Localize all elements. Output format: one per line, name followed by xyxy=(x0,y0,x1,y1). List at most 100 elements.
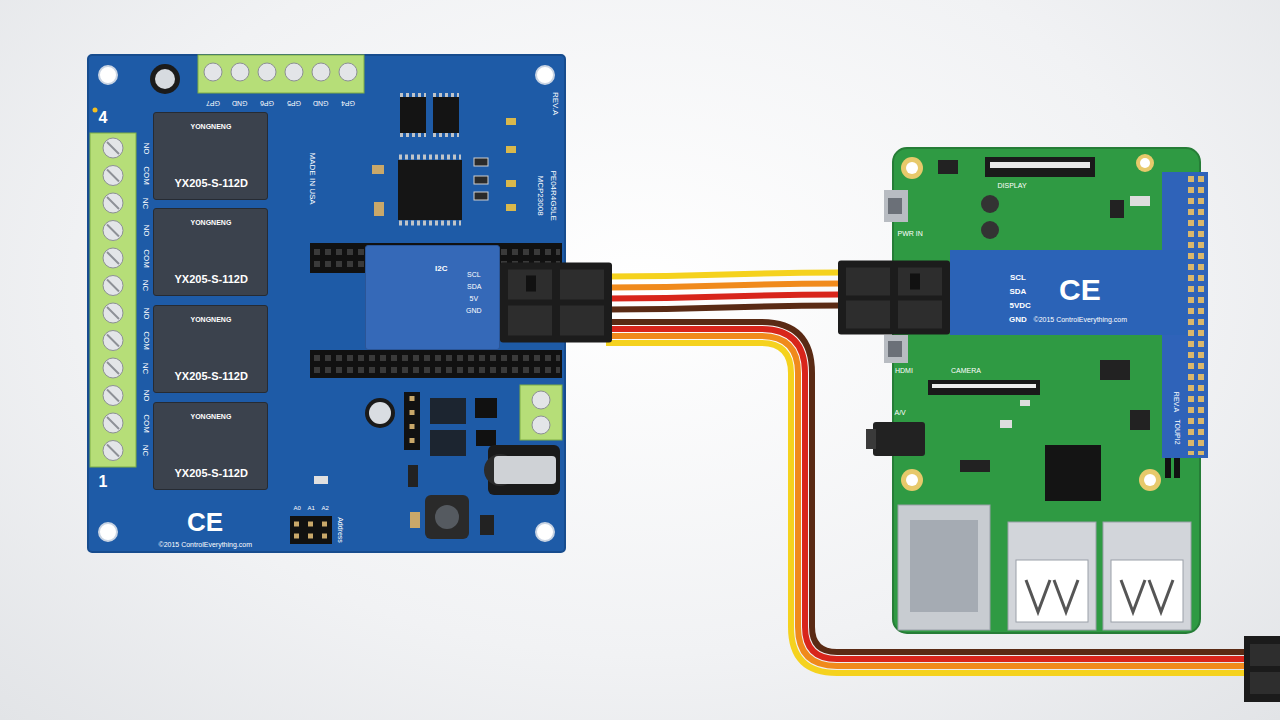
i2c-cable xyxy=(608,295,842,299)
relay-board-art xyxy=(365,398,395,428)
board-label: 5VDC xyxy=(1010,301,1031,310)
raspberry-pi-art xyxy=(906,162,918,174)
terminal-screws xyxy=(103,413,123,433)
raspberry-pi-art xyxy=(901,157,923,179)
raspberry-pi-art xyxy=(898,505,990,630)
board-label: NO xyxy=(141,142,150,154)
terminal-screws xyxy=(107,170,119,182)
i2c-cable xyxy=(846,301,890,329)
relay-board-art xyxy=(506,180,516,187)
board-label: GP4 xyxy=(341,99,355,107)
raspberry-pi-art xyxy=(1000,420,1012,428)
i2c-cable xyxy=(500,261,950,343)
relay-board-art xyxy=(99,523,117,541)
relay-board-art xyxy=(399,155,461,160)
relay: YONGNENGYX205-S-112D xyxy=(153,208,268,296)
raspberry-pi-art xyxy=(1103,522,1191,630)
node-text: YONGNENG xyxy=(191,413,232,421)
terminal-screws xyxy=(312,63,330,81)
relay-board-art xyxy=(430,398,466,424)
i2c-cable xyxy=(838,261,950,335)
terminal-screws xyxy=(107,390,119,402)
relay-board-art xyxy=(290,516,332,544)
relay-board-art xyxy=(536,523,554,541)
board-label: COM xyxy=(141,249,150,268)
board-label: GND xyxy=(313,99,329,107)
ribbon-cable xyxy=(606,343,1250,673)
terminal-screws xyxy=(103,248,123,268)
raspberry-pi-art xyxy=(1140,158,1150,168)
node-text: YONGNENG xyxy=(191,316,232,324)
board-label: REV.A xyxy=(551,91,560,114)
relay-board-art xyxy=(532,416,550,434)
board-label: SCL xyxy=(1010,273,1026,282)
terminal-screws xyxy=(107,445,119,457)
board-label: COM xyxy=(141,414,150,433)
terminal-screws xyxy=(107,307,119,319)
raspberry-pi-art xyxy=(1008,522,1096,630)
relay-board-art xyxy=(88,55,565,552)
relay-board-art xyxy=(506,204,516,211)
ribbon-cable xyxy=(606,336,1250,666)
raspberry-pi-board: DISPLAYCE©2015 ControlEverything.com xyxy=(893,148,1200,633)
relay: YONGNENGYX205-S-112D xyxy=(153,112,268,200)
relay-board-art xyxy=(294,534,330,539)
terminal-screws xyxy=(107,142,119,154)
board-label: COM xyxy=(141,166,150,185)
relay-board-art xyxy=(536,66,554,84)
i2c-cable xyxy=(560,306,604,336)
terminal-screws xyxy=(107,252,119,264)
node-text: ©2015 ControlEverything.com xyxy=(159,541,252,549)
relay-board-art xyxy=(474,192,488,200)
board-label: NC xyxy=(141,280,150,292)
relay-board-art xyxy=(476,430,496,446)
relay-board-art xyxy=(410,396,415,448)
terminal-screws xyxy=(103,221,123,241)
board-label: GND xyxy=(1009,315,1027,324)
i2c-cable xyxy=(608,273,842,277)
i2c-cable xyxy=(508,306,552,336)
i2c-cable xyxy=(846,268,890,296)
board-label: PE04R4G5LE xyxy=(549,170,558,220)
raspberry-pi-art xyxy=(1026,580,1050,612)
relay-board-art xyxy=(410,512,420,528)
board-label: TOUPI2 xyxy=(1172,419,1180,444)
board-label: SDA xyxy=(467,283,481,291)
raspberry-pi-art xyxy=(981,195,999,213)
raspberry-pi-art xyxy=(1188,176,1194,455)
board-label: NC xyxy=(141,362,150,374)
terminal-screws xyxy=(103,138,123,158)
node-text: YONGNENG xyxy=(191,219,232,227)
terminal-screws xyxy=(107,197,119,209)
relay-board-art xyxy=(430,430,466,456)
raspberry-pi-art xyxy=(906,474,918,486)
board-label: GP7 xyxy=(206,99,220,107)
relay-board-art xyxy=(314,367,560,373)
raspberry-pi-art xyxy=(1045,445,1101,501)
raspberry-pi-art xyxy=(1165,458,1171,478)
board-label: COM xyxy=(141,331,150,350)
i2c-cable xyxy=(898,268,942,296)
raspberry-pi-art xyxy=(1174,458,1180,478)
node-text: DISPLAY xyxy=(998,182,1027,190)
relay-board-art xyxy=(488,445,560,495)
relay-board-art xyxy=(93,108,98,113)
board-label: 5V xyxy=(470,295,479,303)
node-text: YX205-S-112D xyxy=(175,370,248,383)
relay-board-art xyxy=(400,133,426,137)
relay-board-art xyxy=(506,118,516,125)
raspberry-pi-art xyxy=(1130,410,1150,430)
terminal-screws xyxy=(258,63,276,81)
raspberry-pi-art xyxy=(932,384,1036,388)
raspberry-pi-art xyxy=(990,162,1090,168)
terminal-screws xyxy=(231,63,249,81)
terminal-screws xyxy=(204,63,222,81)
raspberry-pi-art xyxy=(1198,176,1204,455)
raspberry-pi-art xyxy=(938,160,958,174)
terminal-screws xyxy=(204,63,357,81)
board-label: GND xyxy=(232,99,248,107)
raspberry-pi-art xyxy=(1130,196,1150,206)
board-label: SCL xyxy=(467,271,481,279)
raspberry-pi-art xyxy=(1136,154,1154,172)
